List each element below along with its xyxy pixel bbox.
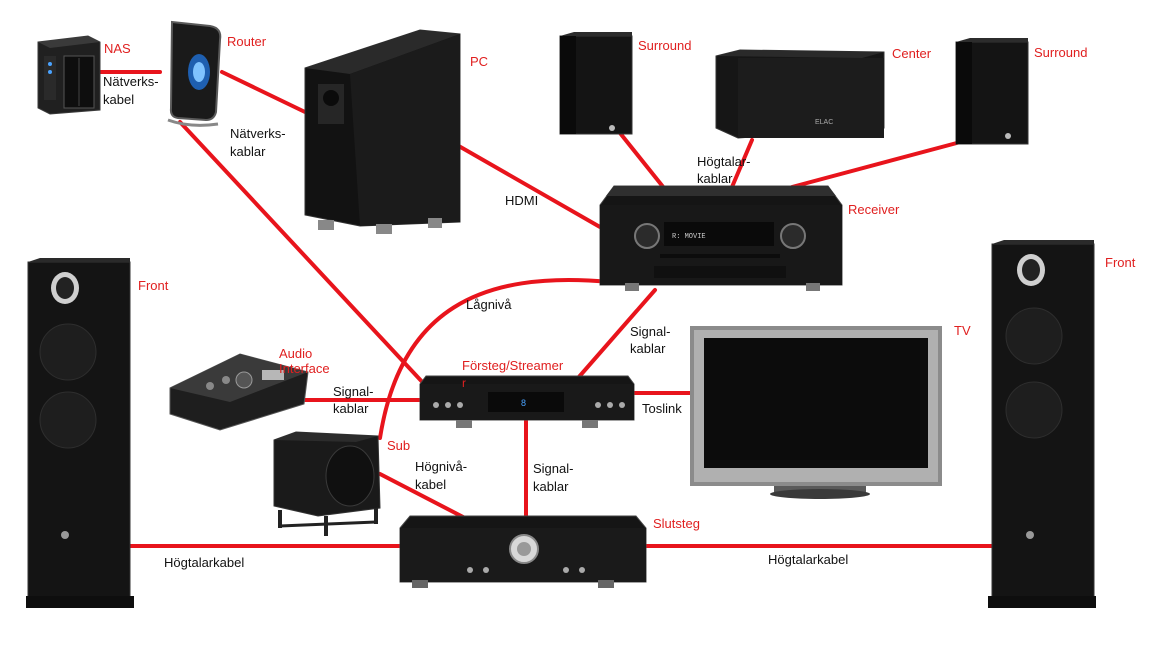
pc-device <box>304 29 461 234</box>
high-level-cable-label-1: Högnivå- <box>415 459 468 474</box>
pc-label: PC <box>470 54 489 69</box>
cable-router-preamp <box>178 120 428 388</box>
preamp-streamer-label: Försteg/Streamer <box>462 358 564 373</box>
svg-text:ELAC: ELAC <box>815 119 833 126</box>
receiver-device: R: MOVIE <box>599 185 843 291</box>
front-left-label: Front <box>138 278 169 293</box>
tv-label: TV <box>954 323 971 338</box>
svg-text:8: 8 <box>521 398 526 408</box>
preamp-amp-cable-label-1: Signal- <box>533 461 574 476</box>
speaker-right-cable-label: Högtalarkabel <box>768 552 849 567</box>
cable-receiver-preamp <box>576 288 657 380</box>
audio-interface-label: Audio Interface <box>279 346 330 376</box>
speaker-receiver-cable-label-1: Högtalar- <box>697 154 751 169</box>
interface-preamp-cable-label-1: Signal- <box>333 384 374 399</box>
router-label: Router <box>227 34 267 49</box>
nas-router-cable-label-1: Nätverks- <box>103 74 159 89</box>
receiver-preamp-cable-label-2: kablar <box>630 341 666 356</box>
nas-device <box>37 35 101 115</box>
sub-label: Sub <box>387 438 411 453</box>
hdmi-cable-label: HDMI <box>505 193 539 208</box>
tv-device <box>690 326 942 499</box>
cable-group <box>98 70 994 548</box>
center-label: Center <box>892 46 932 61</box>
center-speaker: ELAC <box>715 49 885 139</box>
preamp-amp-cable-label-2: kablar <box>533 479 569 494</box>
cable-sub-amp <box>378 472 467 520</box>
toslink-cable-label: Toslink <box>642 401 682 416</box>
cable-surround-right-receiver <box>790 138 970 189</box>
receiver-label: Receiver <box>848 202 900 217</box>
audio-interface-device <box>169 353 309 431</box>
power-amp-label: Slutsteg <box>653 516 700 531</box>
cable-center-receiver <box>730 138 754 189</box>
surround-right-speaker <box>955 38 1029 145</box>
high-level-cable-label-2: kabel <box>415 477 447 492</box>
interface-preamp-cable-label-2: kablar <box>333 401 369 416</box>
speaker-receiver-cable-label-2: kablar <box>697 171 733 186</box>
surround-left-speaker <box>559 32 633 135</box>
subwoofer-device <box>273 431 381 536</box>
surround-right-label: Surround <box>1034 45 1088 60</box>
front-right-speaker <box>988 240 1096 608</box>
cable-router-pc <box>220 70 307 114</box>
nas-router-cable-label-2: kabel <box>103 92 135 107</box>
nas-label: NAS <box>104 41 131 56</box>
surround-left-label: Surround <box>638 38 692 53</box>
preamp-stray-char: r <box>462 376 466 390</box>
cable-surround-left-receiver <box>618 131 666 190</box>
preamp-streamer-device: 8 <box>419 375 635 428</box>
svg-text:R: MOVIE: R: MOVIE <box>672 233 706 241</box>
receiver-preamp-cable-label-1: Signal- <box>630 324 671 339</box>
router-cable-label-2: kablar <box>230 144 266 159</box>
power-amp-device <box>399 515 647 588</box>
router-device <box>167 20 222 127</box>
speaker-left-cable-label: Högtalarkabel <box>164 555 245 570</box>
front-left-speaker <box>26 258 134 608</box>
low-level-cable-label: Lågnivå <box>466 297 512 312</box>
cable-pc-receiver <box>455 143 602 229</box>
cable-sub-low-level <box>378 277 612 440</box>
front-right-label: Front <box>1105 255 1136 270</box>
router-cable-label-1: Nätverks- <box>230 126 286 141</box>
